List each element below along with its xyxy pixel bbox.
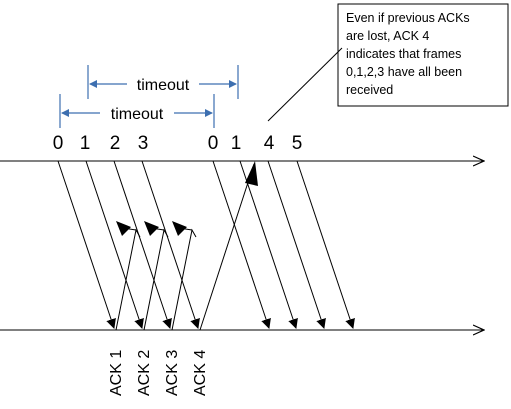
ack-labels: ACK 1 ACK 2 ACK 3 ACK 4 [108, 350, 209, 396]
lost-ack-3 [171, 228, 197, 331]
callout-line-3: indicates that frames [346, 47, 461, 61]
frame-numbers: 0 1 2 3 0 1 4 5 [53, 133, 303, 154]
timeout-upper: timeout [87, 65, 239, 99]
frame-number: 1 [80, 133, 91, 154]
ack-4-arrow [199, 163, 255, 331]
frame-number: 0 [208, 133, 219, 154]
frame-arrow-5 [296, 160, 355, 329]
frame-number: 3 [138, 133, 149, 154]
callout-line-5: received [346, 83, 393, 97]
callout-line-2: are lost, ACK 4 [346, 29, 429, 43]
ack-label-3: ACK 3 [164, 350, 181, 396]
ack-4-arrowhead [245, 161, 258, 186]
callout: Even if previous ACKs are lost, ACK 4 in… [267, 3, 509, 122]
data-frames [57, 160, 355, 329]
callout-line-1: Even if previous ACKs [346, 11, 470, 25]
frame-number: 4 [264, 133, 275, 154]
frame-arrow-2 [113, 160, 172, 329]
frame-arrow-3 [141, 160, 200, 329]
lost-ack-2 [143, 228, 169, 331]
lost-ack-1 [115, 228, 141, 331]
ack-label-1: ACK 1 [108, 350, 125, 396]
frame-arrow-1-retx [239, 160, 298, 329]
timeout-lower-label: timeout [111, 106, 164, 123]
frame-arrow-0-retx [212, 160, 271, 329]
callout-pointer [267, 47, 343, 122]
ack-label-4: ACK 4 [192, 350, 209, 396]
frame-number: 5 [292, 133, 303, 154]
callout-box [337, 3, 509, 107]
frame-number: 2 [110, 133, 121, 154]
timeout-lower: timeout [59, 94, 215, 128]
lost-acks [115, 221, 197, 331]
timeout-upper-label: timeout [137, 77, 190, 94]
frame-number: 0 [53, 133, 64, 154]
callout-line-4: 0,1,2,3 have all been [346, 65, 462, 79]
frame-arrow-1 [85, 160, 144, 329]
frame-arrow-0 [57, 160, 116, 329]
ack-label-2: ACK 2 [136, 350, 153, 396]
frame-number: 1 [231, 133, 242, 154]
frame-arrow-4 [267, 160, 326, 329]
